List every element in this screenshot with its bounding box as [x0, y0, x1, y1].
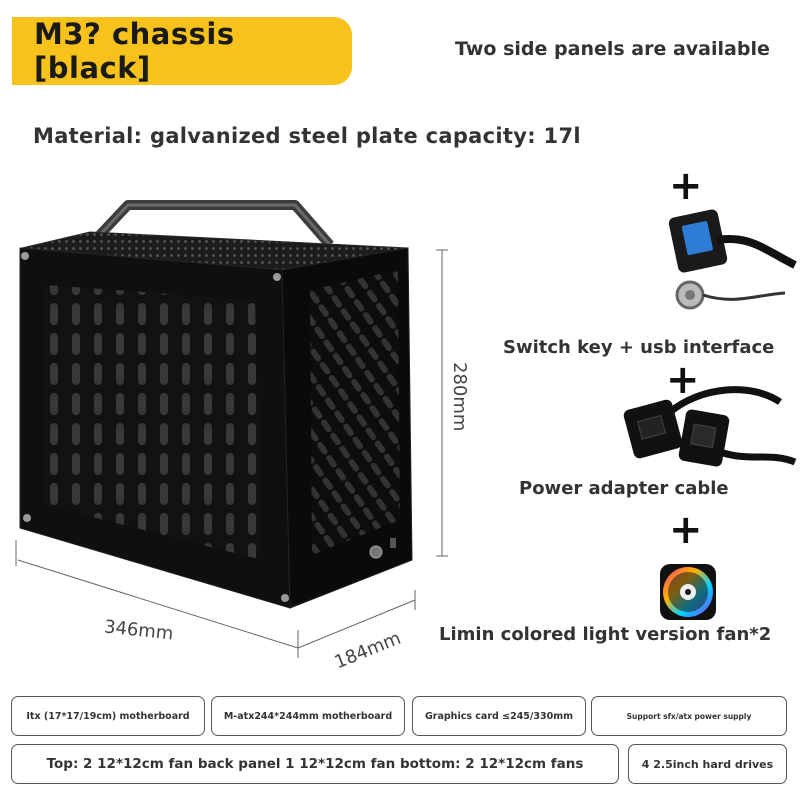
page-title: M3? chassis [black] — [34, 17, 235, 85]
usb-switch-cable-icon — [668, 209, 797, 310]
height-dimension-line — [436, 249, 448, 557]
plus-sign: + — [669, 507, 703, 553]
accessory-label-fan: Limin colored light version fan*2 — [439, 624, 772, 645]
title-badge: M3? chassis [black] — [12, 17, 352, 85]
spec-matx-motherboard: M-atx244*244mm motherboard — [211, 696, 405, 736]
power-cable-icon — [623, 386, 797, 467]
spec-fan-layout: Top: 2 12*12cm fan back panel 1 12*12cm … — [11, 744, 619, 784]
spec-itx-motherboard: Itx (17*17/19cm) motherboard — [11, 696, 205, 736]
chassis-side-panel — [281, 247, 413, 609]
width-label: 346mm — [103, 616, 175, 645]
depth-label: 184mm — [331, 627, 404, 674]
accessory-label-power: Power adapter cable — [519, 478, 729, 499]
side-panel-note: Two side panels are available — [455, 38, 770, 60]
height-label: 280mm — [449, 362, 470, 432]
chassis-front-panel — [19, 247, 291, 609]
carry-handle — [91, 200, 334, 249]
material-capacity-line: Material: galvanized steel plate capacit… — [33, 124, 581, 148]
chassis-top-panel — [21, 231, 409, 271]
spec-power-supply: Support sfx/atx power supply — [591, 696, 787, 736]
spec-graphics-card: Graphics card ≤245/330mm — [412, 696, 586, 736]
accessory-label-usb: Switch key + usb interface — [503, 337, 775, 358]
plus-sign: + — [666, 357, 700, 403]
plus-sign: + — [669, 163, 703, 209]
rgb-fan-icon — [660, 564, 716, 620]
spec-hard-drives: 4 2.5inch hard drives — [628, 744, 787, 784]
